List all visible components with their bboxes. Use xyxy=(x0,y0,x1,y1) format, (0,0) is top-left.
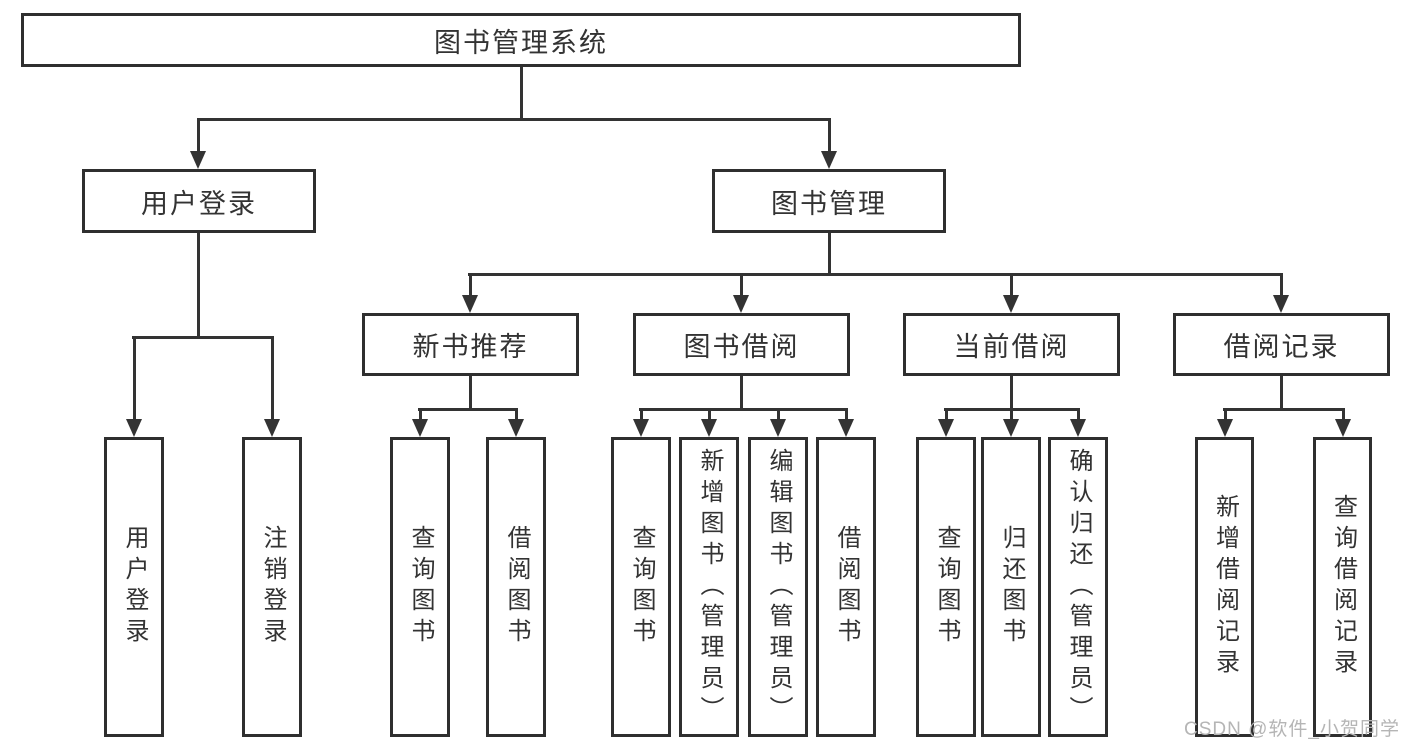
connector-line xyxy=(1280,376,1283,411)
arrow-down-icon xyxy=(821,121,837,169)
node-label: 用户登录 xyxy=(121,525,148,649)
arrow-down-icon xyxy=(264,339,280,437)
node-book-management: 图书管理 xyxy=(712,169,946,233)
connector-line xyxy=(520,67,523,121)
arrow-down-icon xyxy=(733,276,749,313)
node-label: 用户登录 xyxy=(141,188,257,219)
node-user-login: 用户登录 xyxy=(82,169,316,233)
connector-line xyxy=(418,408,518,411)
node-library-system: 图书管理系统 xyxy=(21,13,1021,67)
arrow-down-icon xyxy=(508,410,524,437)
node-label: 编辑图书（管理员） xyxy=(765,447,792,727)
arrow-down-icon xyxy=(126,339,142,437)
connector-line xyxy=(740,376,743,411)
node-label: 图书借阅 xyxy=(683,332,800,362)
node-label: 归还图书 xyxy=(998,525,1025,649)
connector-line xyxy=(132,336,274,339)
arrow-down-icon xyxy=(1003,276,1019,313)
arrow-down-icon xyxy=(190,121,206,169)
node-label: 借阅图书 xyxy=(503,525,530,649)
node-label: 新增图书（管理员） xyxy=(696,447,723,727)
node-book-borrowing: 图书借阅 xyxy=(633,313,850,376)
leaf-add-borrow-record: 新增借阅记录 xyxy=(1195,437,1254,737)
node-label: 确认归还（管理员） xyxy=(1065,447,1092,727)
arrow-down-icon xyxy=(1003,410,1019,437)
node-label: 查询图书 xyxy=(933,525,960,649)
leaf-confirm-return-admin: 确认归还（管理员） xyxy=(1048,437,1108,737)
arrow-down-icon xyxy=(1070,410,1086,437)
node-label: 借阅图书 xyxy=(833,525,860,649)
leaf-query-books-borrowing: 查询图书 xyxy=(611,437,671,737)
node-label: 查询图书 xyxy=(628,525,655,649)
connector-line xyxy=(1223,408,1345,411)
arrow-down-icon xyxy=(701,410,717,437)
csdn-watermark: CSDN @软件_小贺同学 xyxy=(1184,719,1400,740)
arrow-down-icon xyxy=(462,276,478,313)
leaf-borrow-books-recommend: 借阅图书 xyxy=(486,437,546,737)
arrow-down-icon xyxy=(1273,276,1289,313)
leaf-add-books-admin: 新增图书（管理员） xyxy=(679,437,739,737)
leaf-edit-books-admin: 编辑图书（管理员） xyxy=(748,437,808,737)
leaf-return-books: 归还图书 xyxy=(981,437,1041,737)
leaf-query-books-recommend: 查询图书 xyxy=(390,437,450,737)
connector-line xyxy=(468,273,1283,276)
node-label: 查询借阅记录 xyxy=(1329,494,1357,680)
node-label: 新增借阅记录 xyxy=(1211,494,1239,680)
node-label: 图书管理系统 xyxy=(434,27,608,58)
connector-line xyxy=(197,233,200,339)
leaf-query-borrow-record: 查询借阅记录 xyxy=(1313,437,1372,737)
node-new-book-recommendation: 新书推荐 xyxy=(362,313,579,376)
connector-line xyxy=(197,118,831,121)
arrow-down-icon xyxy=(838,410,854,437)
node-label: 注销登录 xyxy=(259,525,286,649)
arrow-down-icon xyxy=(412,410,428,437)
connector-line xyxy=(944,408,1080,411)
node-label: 借阅记录 xyxy=(1223,332,1340,362)
connector-line xyxy=(828,233,831,276)
leaf-borrow-books: 借阅图书 xyxy=(816,437,876,737)
arrow-down-icon xyxy=(1335,410,1351,437)
arrow-down-icon xyxy=(1217,410,1233,437)
node-label: 查询图书 xyxy=(407,525,434,649)
connector-line xyxy=(469,376,472,411)
leaf-logout: 注销登录 xyxy=(242,437,302,737)
node-borrowing-records: 借阅记录 xyxy=(1173,313,1390,376)
connector-line xyxy=(1010,376,1013,411)
node-current-borrowing: 当前借阅 xyxy=(903,313,1120,376)
node-label: 图书管理 xyxy=(771,188,887,219)
leaf-user-login: 用户登录 xyxy=(104,437,164,737)
arrow-down-icon xyxy=(770,410,786,437)
connector-line xyxy=(639,408,848,411)
node-label: 新书推荐 xyxy=(412,332,529,362)
arrow-down-icon xyxy=(938,410,954,437)
arrow-down-icon xyxy=(633,410,649,437)
leaf-query-books-current: 查询图书 xyxy=(916,437,976,737)
node-label: 当前借阅 xyxy=(953,332,1070,362)
